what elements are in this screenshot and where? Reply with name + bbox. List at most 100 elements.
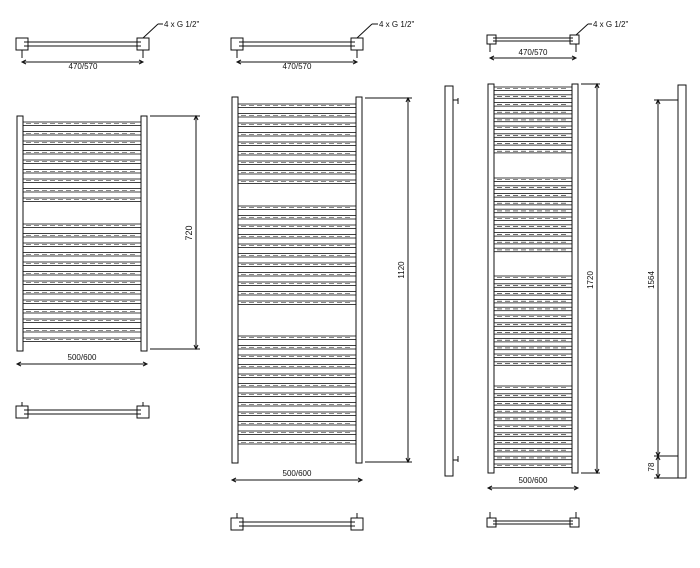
- towel-rail: [237, 392, 357, 397]
- overall-width-label-medium: 500/600: [283, 469, 312, 478]
- towel-rail: [493, 385, 573, 390]
- towel-rail: [493, 275, 573, 280]
- connection-note-large: 4 x G 1/2": [593, 20, 628, 29]
- axis-width-label-small: 470/570: [69, 62, 98, 71]
- towel-rail: [22, 309, 142, 314]
- towel-rail: [237, 113, 357, 118]
- towel-rail: [237, 373, 357, 378]
- towel-rail: [493, 239, 573, 245]
- towel-rail: [237, 160, 357, 165]
- towel-rail: [493, 117, 573, 123]
- overall-width-label-small: 500/600: [68, 353, 97, 362]
- towel-rail: [493, 148, 573, 154]
- towel-rail: [22, 233, 142, 238]
- height-label-small: 720: [184, 225, 194, 240]
- towel-rail: [22, 197, 142, 202]
- towel-rail: [237, 253, 357, 258]
- towel-rail: [493, 424, 573, 429]
- towel-rail: [22, 188, 142, 193]
- towel-rail: [22, 169, 142, 174]
- towel-rail: [237, 335, 357, 340]
- axis-width-label-medium: 470/570: [283, 62, 312, 71]
- towel-rail: [22, 252, 142, 257]
- towel-rail: [237, 103, 357, 108]
- towel-rail: [22, 131, 142, 136]
- towel-rail: [493, 247, 573, 253]
- bottom-view-medium: [230, 513, 364, 531]
- offset-label-side: 78: [647, 462, 656, 471]
- towel-rail: [22, 140, 142, 145]
- towel-rail: [493, 110, 573, 115]
- towel-rail: [22, 242, 142, 247]
- towel-rail: [22, 290, 142, 295]
- towel-rail: [493, 298, 573, 304]
- side-view-medium: [444, 85, 459, 477]
- towel-rail: [493, 232, 573, 237]
- towel-rail: [237, 224, 357, 229]
- towel-rail: [493, 322, 573, 327]
- towel-rail: [493, 141, 573, 146]
- rail-group-large: [493, 86, 573, 468]
- front-view-small: [16, 115, 148, 352]
- axis-width-label-large: 470/570: [519, 48, 548, 57]
- towel-rail: [237, 421, 357, 426]
- towel-rail: [493, 94, 573, 99]
- front-view-medium: [231, 96, 363, 464]
- height-label-large: 1720: [586, 271, 595, 289]
- towel-rail: [237, 364, 357, 369]
- towel-rail: [493, 440, 573, 445]
- towel-rail: [237, 402, 357, 407]
- radiator-small: 4 x G 1/2" 470/570 500/600 720: [15, 20, 200, 419]
- towel-rail: [237, 132, 357, 137]
- towel-rail: [22, 280, 142, 285]
- towel-rail: [237, 122, 357, 127]
- towel-rail: [22, 121, 142, 126]
- radiator-large: 4 x G 1/2" 470/570 500/600 1720: [486, 20, 687, 528]
- towel-rail: [493, 193, 573, 198]
- height-label-side: 1564: [647, 271, 656, 289]
- towel-rail: [493, 330, 573, 335]
- towel-rail: [493, 463, 573, 468]
- radiator-medium: 4 x G 1/2" 470/570 500/600 1120: [230, 20, 459, 531]
- towel-rail: [22, 337, 142, 342]
- towel-rail: [493, 408, 573, 414]
- towel-rail: [493, 216, 573, 221]
- bottom-view-large: [486, 512, 580, 528]
- towel-rail: [237, 262, 357, 267]
- towel-rail: [493, 208, 573, 214]
- towel-rail: [22, 223, 142, 228]
- towel-rail: [22, 299, 142, 304]
- towel-rail: [493, 224, 573, 229]
- towel-rail: [237, 383, 357, 388]
- towel-rail: [493, 283, 573, 288]
- towel-rail: [493, 314, 573, 319]
- rail-group-small: [22, 121, 142, 342]
- bottom-view-small: [15, 402, 150, 419]
- top-view-large: [486, 23, 592, 61]
- top-view-small: [15, 23, 163, 65]
- towel-rail: [237, 411, 357, 416]
- towel-rail: [493, 432, 573, 437]
- towel-rail: [493, 133, 573, 138]
- towel-rail: [237, 234, 357, 239]
- overall-width-label-large: 500/600: [519, 476, 548, 485]
- towel-rail: [22, 178, 142, 183]
- towel-rail: [493, 361, 573, 366]
- towel-rail: [493, 337, 573, 343]
- towel-rail: [493, 200, 573, 206]
- towel-rail: [237, 291, 357, 296]
- connection-note-medium: 4 x G 1/2": [379, 20, 414, 29]
- towel-rail: [493, 86, 573, 91]
- towel-rail: [493, 291, 573, 296]
- towel-rail: [237, 354, 357, 359]
- towel-rail: [493, 393, 573, 398]
- towel-rail: [22, 159, 142, 164]
- towel-rail: [237, 151, 357, 156]
- towel-rail: [493, 185, 573, 190]
- front-view-large: [487, 83, 579, 474]
- towel-rail: [493, 306, 573, 312]
- towel-rail: [237, 345, 357, 350]
- towel-rail: [493, 125, 573, 130]
- towel-rail: [493, 177, 573, 182]
